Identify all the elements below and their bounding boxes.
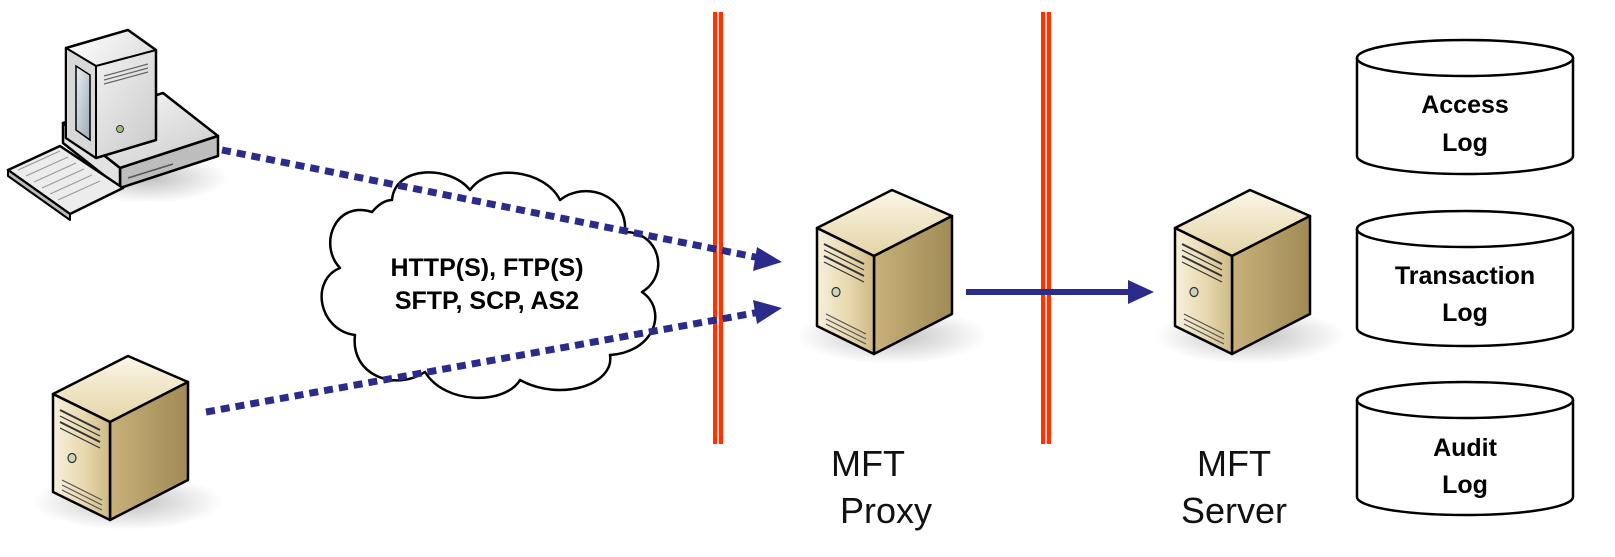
connection-server-to-proxy	[205, 300, 782, 416]
desktop-computer-icon	[6, 28, 228, 221]
log-label-line1: Audit	[1433, 434, 1498, 462]
mft-server-icon	[1153, 188, 1347, 366]
log-label-line2: Log	[1442, 129, 1488, 157]
database-cylinder-icon	[1355, 400, 1575, 517]
access-log-database: Access Log	[1355, 38, 1575, 176]
proxy-label-line1: MFT	[831, 443, 905, 484]
firewall-left	[713, 12, 723, 444]
database-cylinder-icon	[1355, 229, 1575, 348]
log-label-line1: Transaction	[1395, 262, 1535, 290]
log-label-line1: Access	[1421, 91, 1509, 119]
proxy-server-icon	[795, 188, 989, 366]
proxy-label-line2: Proxy	[840, 490, 932, 531]
protocol-cloud: HTTP(S), FTP(S) SFTP, SCP, AS2	[320, 171, 660, 399]
cloud-label-line1: HTTP(S), FTP(S)	[390, 254, 583, 282]
cloud-label-line2: SFTP, SCP, AS2	[395, 287, 579, 315]
firewall-right	[1041, 12, 1051, 444]
client-server-icon	[31, 354, 225, 532]
server-label-line1: MFT	[1197, 443, 1271, 484]
connection-desktop-to-proxy	[221, 146, 782, 271]
log-label-line2: Log	[1442, 299, 1488, 327]
transaction-log-database: Transaction Log	[1355, 209, 1575, 348]
database-cylinder-icon	[1355, 58, 1575, 176]
log-label-line2: Log	[1442, 471, 1488, 499]
server-label-line2: Server	[1181, 490, 1287, 531]
audit-log-database: Audit Log	[1355, 380, 1575, 517]
connection-proxy-to-server	[966, 280, 1154, 304]
